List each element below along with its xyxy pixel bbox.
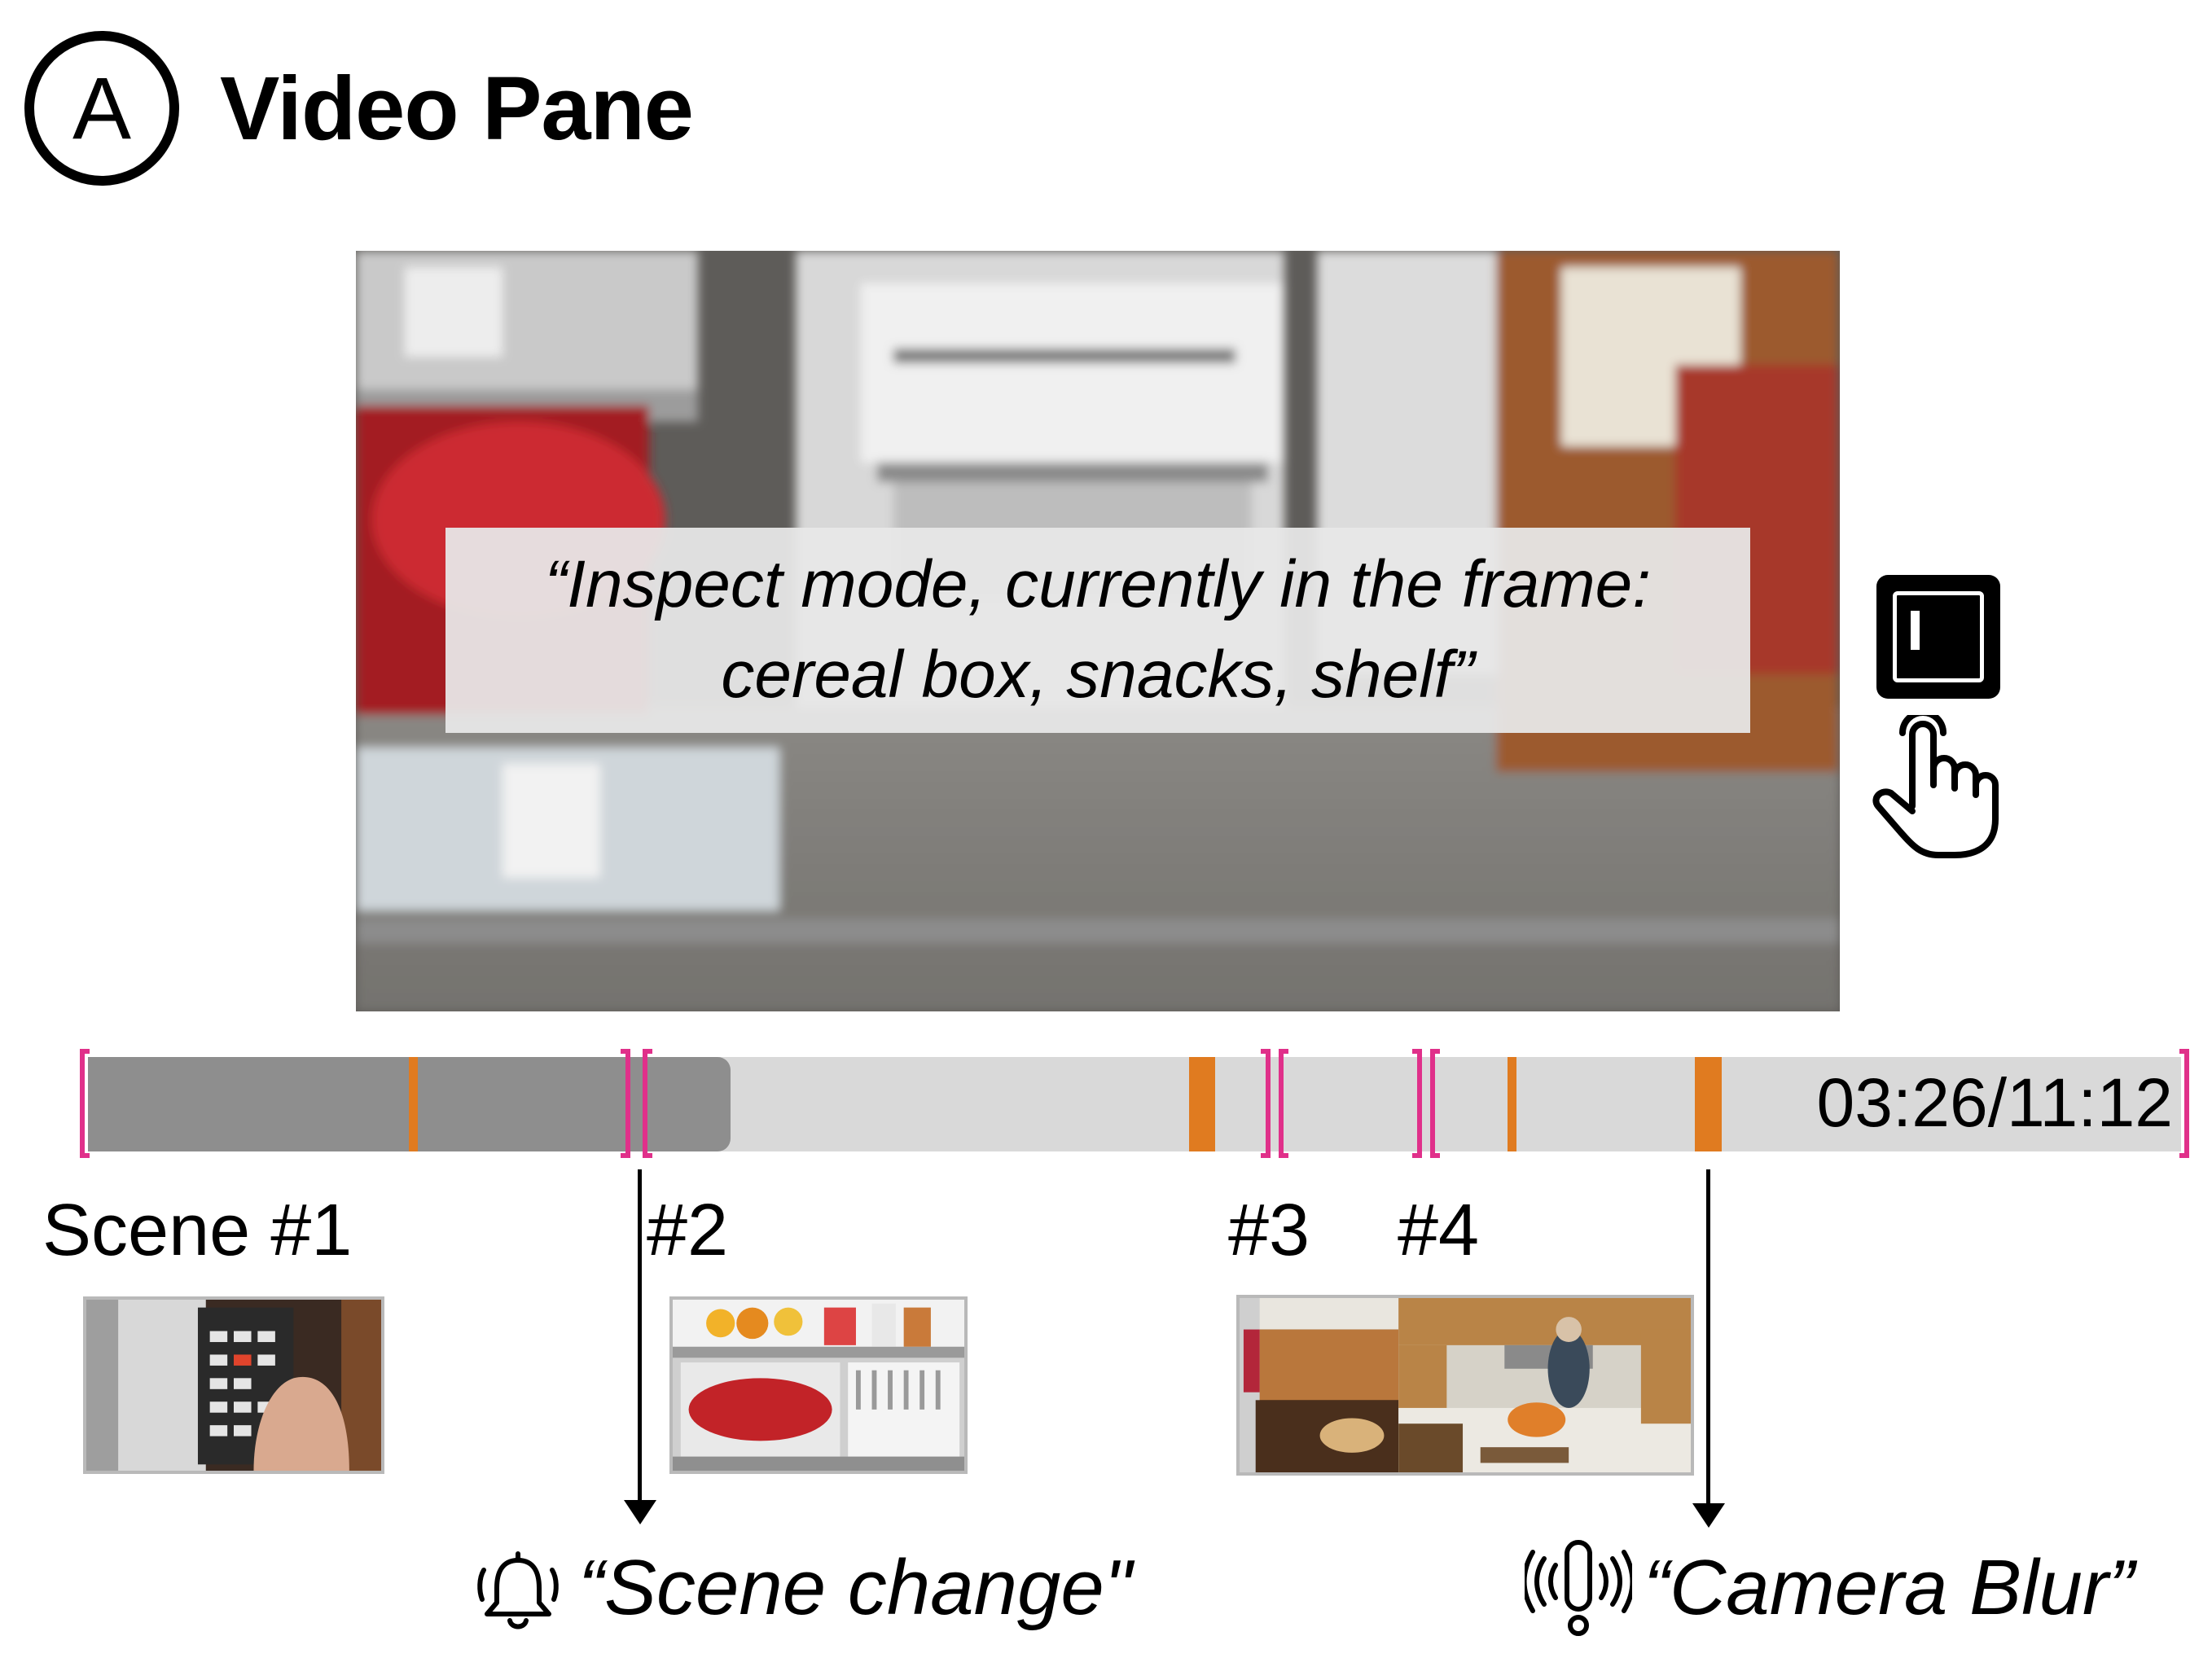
timeline-event-marker[interactable] <box>1695 1057 1722 1151</box>
scene-boundary-start <box>1279 1049 1288 1158</box>
hand-pointer-icon <box>1872 715 1999 858</box>
scene-boundary-start <box>1430 1049 1440 1158</box>
scene-thumbnail-3-4[interactable] <box>1236 1295 1694 1476</box>
scene-description-caption: “Inspect mode, currently in the frame: c… <box>445 528 1750 733</box>
caption-line-1: “Inspect mode, currently in the frame: <box>544 547 1652 622</box>
video-timeline[interactable]: 03:26/11:12 <box>80 1049 2189 1158</box>
scene-thumbnail-1[interactable] <box>83 1296 384 1474</box>
bell-icon <box>477 1551 559 1629</box>
inspect-mode-icon <box>1893 591 1984 682</box>
inspect-mode-button[interactable] <box>1876 575 2000 699</box>
scene-boundary-end <box>1261 1049 1271 1158</box>
scene-label-1: Scene #1 <box>42 1190 353 1271</box>
scene-label-3: #3 <box>1228 1190 1310 1271</box>
scene-boundary-end <box>621 1049 630 1158</box>
camera-blur-notification: “Camera Blur” <box>1644 1544 2135 1631</box>
timeline-event-marker[interactable] <box>1508 1057 1516 1151</box>
scene-label-2: #2 <box>647 1190 729 1271</box>
scene-label-4: #4 <box>1398 1190 1480 1271</box>
scene-change-notification: “Scene change" <box>578 1544 1132 1631</box>
scene-thumbnail-2[interactable] <box>669 1296 968 1474</box>
vibration-alert-icon <box>1525 1540 1632 1636</box>
camera-blur-arrow <box>1706 1169 1710 1503</box>
scene-change-arrowhead <box>624 1500 656 1524</box>
video-player[interactable]: “Inspect mode, currently in the frame: c… <box>356 251 1840 1011</box>
scene-change-arrow <box>638 1169 642 1500</box>
page-title: Video Pane <box>220 59 694 159</box>
video-frame-image <box>356 251 1840 1011</box>
section-badge: A <box>24 31 179 186</box>
time-display: 03:26/11:12 <box>1816 1064 2173 1141</box>
timeline-event-marker[interactable] <box>409 1057 418 1151</box>
camera-blur-arrowhead <box>1692 1503 1725 1528</box>
scene-boundary-start <box>643 1049 652 1158</box>
scene-boundary-start <box>80 1049 90 1158</box>
scene-boundary-end <box>1412 1049 1422 1158</box>
section-badge-letter: A <box>72 59 132 157</box>
caption-line-2: cereal box, snacks, shelf” <box>721 638 1475 712</box>
scene-boundary-end <box>2179 1049 2189 1158</box>
timeline-event-marker[interactable] <box>1189 1057 1215 1151</box>
